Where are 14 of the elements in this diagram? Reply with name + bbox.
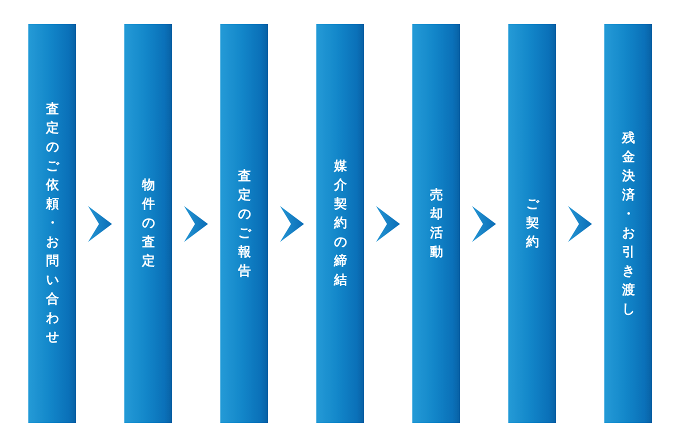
step-bar	[508, 24, 556, 423]
step-bar	[220, 24, 268, 423]
step-label: 査定のご依頼・お問い合わせ	[46, 101, 60, 347]
step-label: 査定のご報告	[238, 168, 252, 280]
step-label: 売却活動	[430, 186, 444, 262]
step-bar	[28, 24, 76, 423]
step-bar	[124, 24, 172, 423]
step-bar	[412, 24, 460, 423]
step-bar	[316, 24, 364, 423]
step-label: 媒介契約の締結	[334, 158, 348, 290]
step-label: ご契約	[526, 196, 540, 252]
step-bar	[604, 24, 652, 423]
step-label: 残金決済・お引き渡し	[622, 130, 636, 318]
step-label: 物件の査定	[142, 177, 156, 271]
